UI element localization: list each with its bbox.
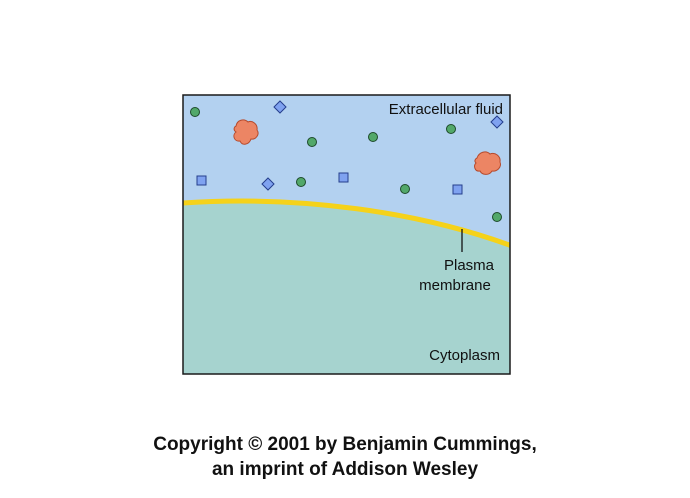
diamond-molecule [261, 177, 275, 191]
diamond-molecule [273, 100, 287, 114]
small-molecules-circles [190, 107, 502, 222]
copyright-line-2: an imprint of Addison Wesley [211, 459, 479, 480]
plasma-membrane-label-line1: Plasma [444, 257, 495, 274]
circle-molecule [446, 124, 456, 134]
copyright-line-1: Copyright © 2001 by Benjamin Cummings, [153, 434, 537, 455]
diagram-frame [182, 94, 511, 375]
plasma-membrane-label-line2: membrane [419, 277, 491, 294]
square-molecule [452, 184, 463, 195]
small-molecules-squares [196, 172, 463, 195]
cytoplasm-region [183, 201, 510, 374]
circle-molecule [368, 132, 378, 142]
large-molecule [474, 151, 501, 175]
large-molecules [233, 119, 501, 175]
large-molecule [233, 119, 259, 145]
cytoplasm-label: Cytoplasm [429, 347, 500, 364]
square-molecule [338, 172, 349, 183]
diamond-molecule [490, 115, 504, 129]
extracellular-fluid-label: Extracellular fluid [389, 101, 503, 118]
circle-molecule [190, 107, 200, 117]
circle-molecule [492, 212, 502, 222]
square-molecule [196, 175, 207, 186]
plasma-membrane [183, 198, 510, 248]
copyright-notice: Copyright © 2001 by Benjamin Cummings, a… [0, 432, 690, 482]
small-molecules-diamonds [261, 100, 504, 191]
circle-molecule [400, 184, 410, 194]
circle-molecule [307, 137, 317, 147]
circle-molecule [296, 177, 306, 187]
